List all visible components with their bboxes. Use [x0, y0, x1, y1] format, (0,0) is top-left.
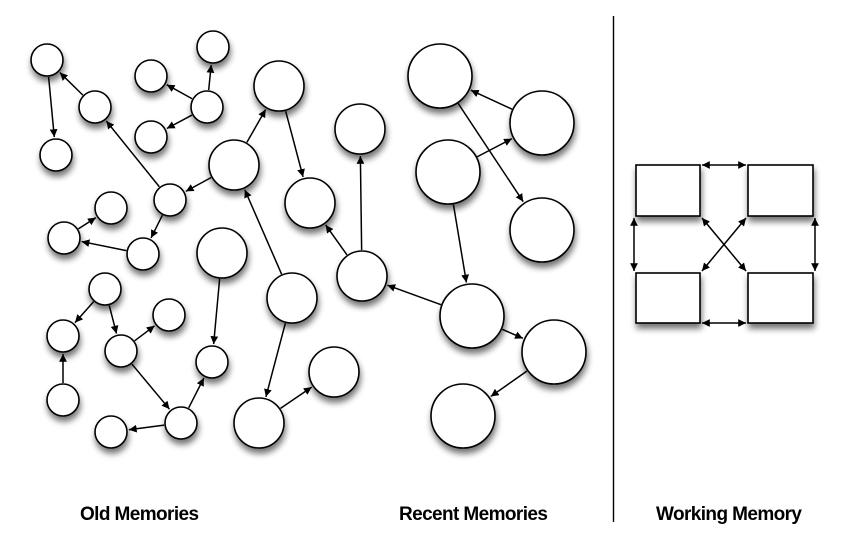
old-memory-node-c13 — [196, 227, 248, 279]
edge-c3-to-c1 — [59, 72, 84, 96]
edge-c12-to-c11 — [81, 239, 127, 252]
edge-c26-to-c25 — [356, 155, 365, 251]
edge-c23-to-c24 — [284, 110, 305, 178]
recent-memory-node-r2 — [509, 90, 575, 156]
working-memory-box-w3 — [635, 272, 701, 324]
edge-c27-to-c22 — [264, 322, 287, 398]
old-memory-node-c21 — [94, 415, 128, 449]
edges-layer — [47, 64, 819, 433]
edge-c20-to-c19 — [188, 377, 205, 409]
edge-c11-to-c10 — [77, 217, 97, 230]
old-memory-node-c18 — [46, 383, 80, 417]
old-memory-node-c24 — [284, 177, 336, 229]
edge-c6-to-c5 — [206, 64, 215, 91]
old-memory-node-c20 — [164, 406, 198, 440]
working-memory-label: Working Memory — [656, 504, 802, 525]
working-edge-w2-w3 — [701, 217, 747, 272]
old-memory-node-c11 — [47, 221, 81, 255]
old-memory-node-c6 — [190, 90, 224, 124]
old-memory-node-c4 — [134, 59, 168, 93]
old-memory-node-c25 — [334, 103, 386, 155]
old-memory-node-c16 — [104, 334, 138, 368]
edge-r5-to-c26 — [387, 284, 442, 306]
old-memory-node-c9 — [153, 183, 187, 217]
old-memory-node-c7 — [134, 120, 168, 154]
old-memory-node-c26 — [336, 250, 388, 302]
old-memory-node-c15 — [46, 319, 80, 353]
working-memory-box-w4 — [747, 272, 814, 324]
recent-memory-node-r3 — [415, 139, 481, 205]
old-memory-node-c5 — [196, 30, 230, 64]
old-memory-node-c17 — [152, 298, 186, 332]
recent-memory-node-r5 — [439, 283, 505, 349]
recent-memory-node-r1 — [407, 43, 473, 109]
old-memory-node-c23 — [253, 60, 305, 112]
recent-memory-node-r7 — [430, 383, 496, 449]
old-memory-node-c14 — [88, 272, 122, 306]
edge-c14-to-c15 — [74, 301, 95, 324]
old-memory-node-c12 — [126, 237, 160, 271]
edge-c8-to-c23 — [246, 109, 267, 143]
edge-c14-to-c16 — [108, 305, 119, 334]
edge-c16-to-c17 — [134, 325, 156, 342]
old-memory-node-c8 — [208, 139, 260, 191]
edge-c9-to-c3 — [105, 120, 160, 188]
recent-memory-node-r4 — [509, 197, 575, 263]
old-memory-node-c3 — [78, 90, 112, 124]
old-memory-node-c28 — [308, 346, 360, 398]
old-memory-node-c22 — [233, 397, 285, 449]
recent-memory-node-r6 — [521, 319, 587, 385]
edge-r5-to-r6 — [501, 328, 524, 340]
edge-c6-to-c4 — [166, 84, 193, 100]
edge-c1-to-c2 — [47, 76, 58, 138]
nodes-layer — [30, 30, 814, 449]
edge-c27-to-c8 — [244, 189, 283, 275]
edge-c20-to-c21 — [128, 424, 165, 433]
old-memory-node-c10 — [94, 191, 128, 225]
edge-r6-to-r7 — [490, 370, 528, 398]
edge-r1-to-r4 — [457, 103, 524, 203]
edge-r3-to-r5 — [452, 204, 469, 283]
edge-r2-to-r1 — [470, 89, 513, 110]
old-memories-label: Old Memories — [80, 504, 199, 525]
working-memory-box-w1 — [635, 164, 701, 217]
edge-c9-to-c12 — [150, 214, 164, 239]
recent-memories-label: Recent Memories — [399, 504, 548, 525]
working-memory-box-w2 — [747, 164, 814, 217]
edge-c26-to-c24 — [325, 224, 348, 256]
edge-c6-to-c7 — [166, 114, 193, 130]
edge-r3-to-r2 — [476, 138, 513, 158]
old-memory-node-c2 — [39, 138, 73, 172]
edge-c16-to-c20 — [131, 363, 171, 410]
old-memory-node-c27 — [266, 272, 318, 324]
old-memory-node-c1 — [30, 43, 64, 77]
edge-c22-to-c28 — [280, 386, 313, 410]
edge-c8-to-c9 — [185, 176, 212, 193]
edge-c13-to-c19 — [210, 278, 221, 345]
old-memory-node-c19 — [195, 345, 229, 379]
